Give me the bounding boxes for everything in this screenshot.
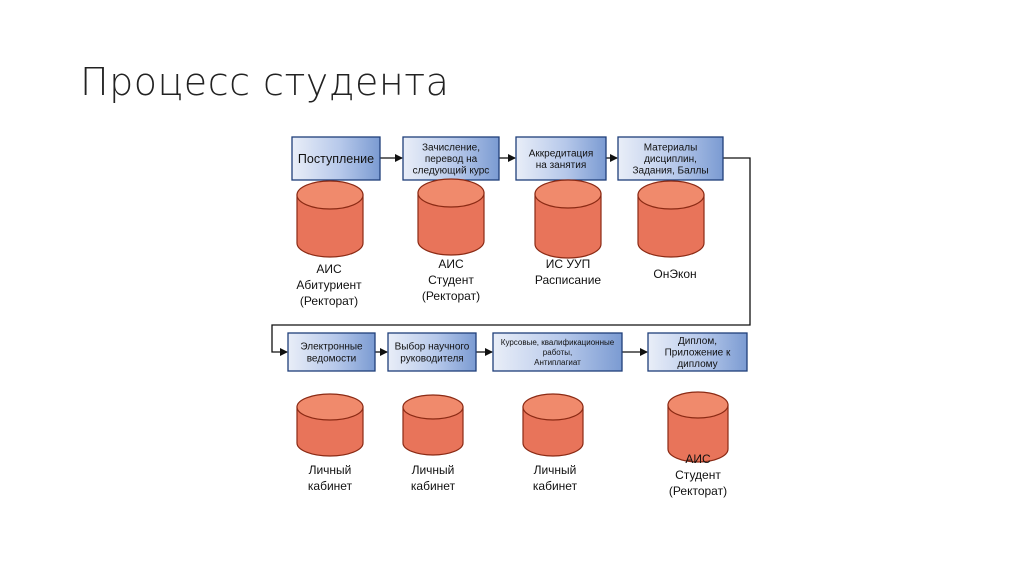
database-cylinder-top bbox=[534, 179, 602, 209]
system-label: кабинет bbox=[411, 479, 456, 493]
system-label: АИС bbox=[316, 262, 342, 276]
system-label: Личный bbox=[309, 463, 352, 477]
process-box-label: на занятия bbox=[536, 160, 587, 171]
slide-title: Процесс студента bbox=[80, 60, 450, 104]
database-cylinder-icon bbox=[296, 406, 364, 457]
row1-system-3: ИС УУП Расписание bbox=[534, 179, 602, 287]
process-box-label: следующий курс bbox=[413, 166, 490, 177]
arrow-row1-to-row2 bbox=[271, 157, 751, 356]
database-cylinder-top bbox=[522, 393, 584, 421]
process-box bbox=[492, 332, 623, 372]
database-cylinder-top bbox=[637, 180, 705, 210]
system-label: Студент bbox=[675, 468, 721, 482]
process-box-label: Диплом, bbox=[678, 336, 717, 347]
database-cylinder-top bbox=[417, 178, 485, 208]
system-label: Личный bbox=[534, 463, 577, 477]
system-label: Абитуриент bbox=[296, 278, 362, 292]
process-box-label: Выбор научного bbox=[395, 341, 470, 353]
row2-system-3: Личный кабинет bbox=[522, 393, 584, 493]
process-box bbox=[387, 332, 477, 372]
row1-system-4: ОнЭкон bbox=[637, 180, 705, 281]
database-cylinder-icon bbox=[522, 406, 584, 457]
row2-system-1: Личный кабинет bbox=[296, 393, 364, 493]
process-box-label: Антиплагиат bbox=[534, 358, 581, 367]
database-cylinder-top bbox=[667, 391, 729, 419]
database-cylinder-icon bbox=[637, 194, 705, 258]
system-label: АИС bbox=[438, 257, 464, 271]
row1-system-2: АИС Студент (Ректорат) bbox=[417, 178, 485, 303]
system-label: (Ректорат) bbox=[669, 484, 727, 498]
database-cylinder-top bbox=[402, 394, 464, 420]
system-label: Расписание bbox=[535, 273, 601, 287]
system-label: Студент bbox=[428, 273, 474, 287]
process-box-label: Курсовые, квалификационные bbox=[501, 338, 615, 347]
process-box-label: дисциплин, bbox=[644, 154, 697, 165]
system-label: кабинет bbox=[533, 479, 578, 493]
process-box bbox=[647, 332, 748, 372]
row2-system-4: АИС Студент (Ректорат) bbox=[667, 391, 729, 498]
process-box bbox=[291, 136, 381, 181]
process-box-label: Аккредитация bbox=[529, 148, 594, 159]
system-label: кабинет bbox=[308, 479, 353, 493]
system-label: Личный bbox=[412, 463, 455, 477]
process-box-label: работы, bbox=[543, 348, 572, 357]
process-box-label: руководителя bbox=[400, 354, 463, 365]
system-label: ОнЭкон bbox=[653, 267, 696, 281]
database-cylinder-icon bbox=[417, 192, 485, 256]
database-cylinder-icon bbox=[296, 194, 364, 258]
process-box-label: Приложение к bbox=[665, 348, 731, 359]
database-cylinder-icon bbox=[667, 404, 729, 463]
process-box-label: диплому bbox=[677, 359, 717, 370]
system-label: АИС bbox=[685, 452, 711, 466]
row2-step-3: Курсовые, квалификационныеработы,Антипла… bbox=[492, 332, 623, 372]
row1-step-1: Поступление bbox=[291, 136, 381, 181]
process-box-label: перевод на bbox=[425, 154, 478, 165]
process-box bbox=[287, 332, 376, 372]
system-label: (Ректорат) bbox=[300, 294, 358, 308]
row2-system-2: Личный кабинет bbox=[402, 394, 464, 493]
process-box-label: ведомости bbox=[307, 354, 357, 365]
process-box-label: Поступление bbox=[298, 152, 374, 166]
process-box-label: Материалы bbox=[644, 143, 698, 154]
row1-system-1: АИС Абитуриент (Ректорат) bbox=[296, 180, 364, 308]
process-box-label: Задания, Баллы bbox=[632, 166, 708, 177]
database-cylinder-icon bbox=[534, 193, 602, 259]
database-cylinder-icon bbox=[402, 406, 464, 456]
process-box-label: Зачисление, bbox=[422, 143, 480, 154]
process-box bbox=[617, 136, 724, 181]
process-box-label: Электронные bbox=[300, 342, 363, 353]
system-label: ИС УУП bbox=[546, 257, 591, 271]
system-label: (Ректорат) bbox=[422, 289, 480, 303]
database-cylinder-top bbox=[296, 180, 364, 210]
database-cylinder-top bbox=[296, 393, 364, 421]
process-box bbox=[402, 136, 500, 181]
